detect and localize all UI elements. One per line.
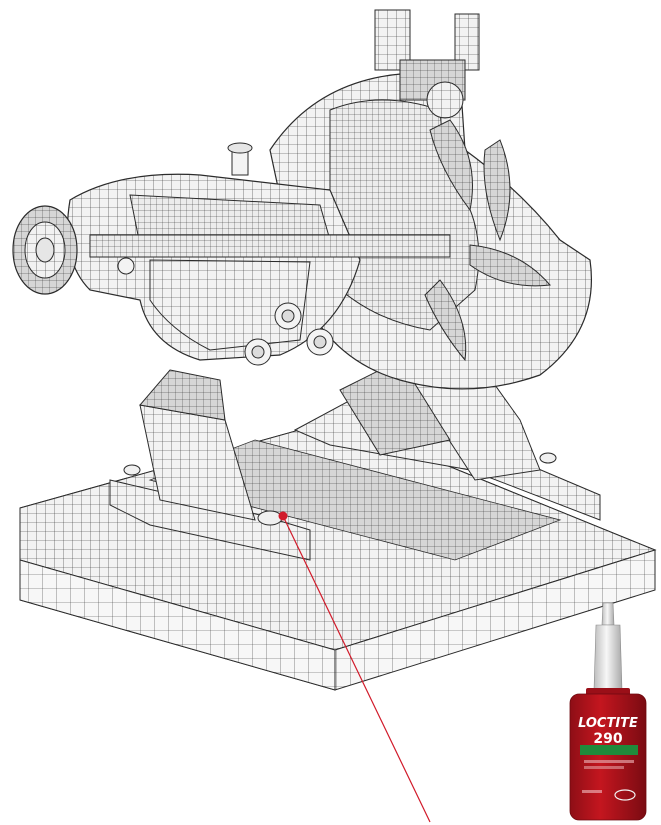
threadlocker-bottle-icon: LOCTITE 290: [569, 602, 647, 821]
callout-pointer: [278, 511, 431, 823]
bottle-number-label: 290: [593, 731, 622, 747]
bottle-brand-label: LOCTITE: [578, 716, 638, 731]
base-plate: [19, 419, 657, 691]
bearing-housing: [12, 142, 451, 366]
volute-casing: [269, 9, 592, 390]
pump-pedestals: [109, 349, 601, 561]
